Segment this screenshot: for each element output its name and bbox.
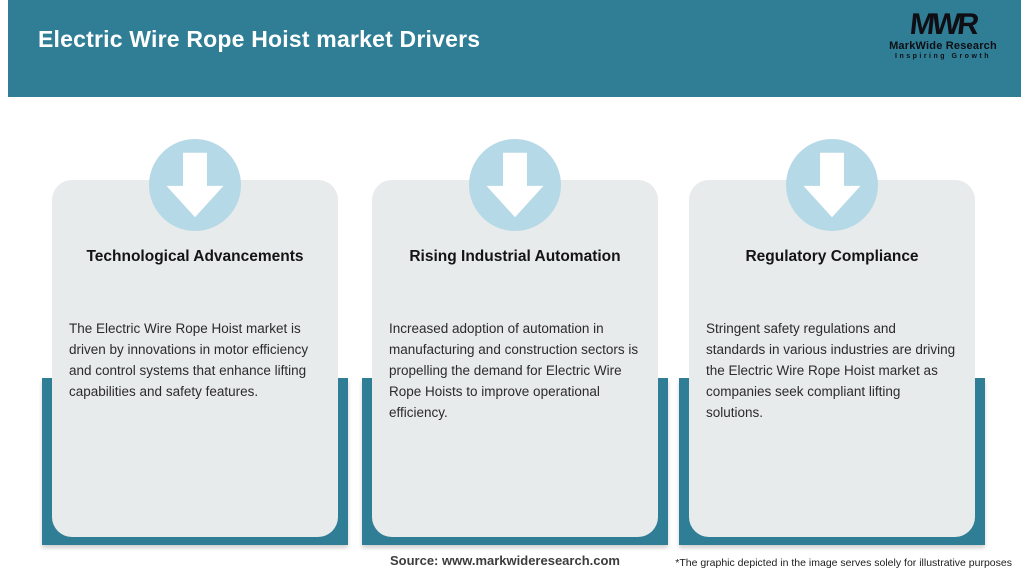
card-title: Rising Industrial Automation [409,248,621,265]
card-description: The Electric Wire Rope Hoist market is d… [69,321,309,399]
logo-tagline: Inspiring Growth [895,53,991,60]
driver-card-technological-advancements: Technological Advancements The Electric … [42,139,348,545]
card-title: Regulatory Compliance [745,248,919,265]
header-bar: Electric Wire Rope Hoist market Drivers … [8,0,1021,97]
card-description: Increased adoption of automation in manu… [389,321,639,420]
page-title: Electric Wire Rope Hoist market Drivers [38,26,481,52]
down-arrow-icon [786,139,878,231]
logo-monogram: MWR [908,8,978,41]
disclaimer-text: *The graphic depicted in the image serve… [675,557,1012,569]
source-text: Source: www.markwideresearch.com [389,553,620,568]
brand-logo: MWR MarkWide Research Inspiring Growth [883,8,1003,61]
driver-card-regulatory-compliance: Regulatory Compliance Stringent safety r… [679,139,985,545]
down-arrow-icon [469,139,561,231]
card-description: Stringent safety regulations and standar… [706,321,956,420]
card-panel: Technological Advancements The Electric … [52,180,338,537]
card-panel: Rising Industrial Automation Increased a… [372,180,658,537]
logo-name: MarkWide Research [889,40,997,52]
driver-card-rising-industrial-automation: Rising Industrial Automation Increased a… [362,139,668,545]
down-arrow-icon [149,139,241,231]
card-panel: Regulatory Compliance Stringent safety r… [689,180,975,537]
card-title: Technological Advancements [86,248,304,265]
